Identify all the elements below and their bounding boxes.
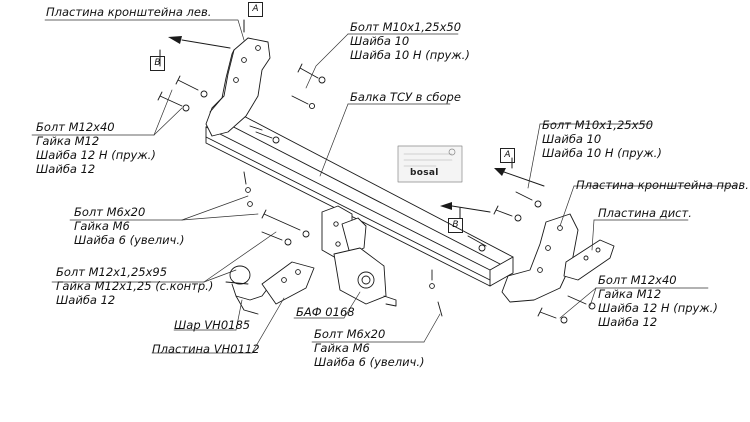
view-marker-lines xyxy=(159,19,545,219)
label-line: Гайка М12 xyxy=(36,134,100,148)
view-mark-b-left: В xyxy=(150,56,165,71)
label-line: Болт М12х1,25х95 xyxy=(56,265,168,279)
label-line: Шайба 10 Н (пруж.) xyxy=(542,146,662,160)
label-line: Гайка М12 xyxy=(598,287,662,301)
label-line: Шайба 6 (увелич.) xyxy=(74,233,185,247)
label-line: Шайба 12 Н (пруж.) xyxy=(36,148,156,162)
label-group-bolt-m6-left: Болт М6х20 Гайка М6 Шайба 6 (увелич.) xyxy=(74,205,185,247)
plate-vh0112 xyxy=(261,261,315,305)
label-group-bolt-m10-top: Болт М10х1,25х50 Шайба 10 Шайба 10 Н (пр… xyxy=(350,20,470,62)
label-line: Гайка М6 xyxy=(314,341,370,355)
right-bracket-plate xyxy=(501,213,579,303)
label-baf: БАФ 0168 xyxy=(296,305,355,319)
label-line: Шайба 12 Н (пруж.) xyxy=(598,301,718,315)
label-line: Гайка М6 xyxy=(74,219,130,233)
centre-mount-plates xyxy=(321,205,367,259)
centre-hardware xyxy=(243,171,443,317)
nameplate-logo: bosal xyxy=(410,168,439,178)
label-line: Шайба 10 Н (пруж.) xyxy=(350,48,470,62)
label-line: Шайба 12 xyxy=(598,315,658,329)
label-spacer-plate: Пластина дист. xyxy=(598,206,692,220)
label-bracket-left: Пластина кронштейна лев. xyxy=(46,5,212,19)
label-group-bolt-m12-right: Болт М12х40 Гайка М12 Шайба 12 Н (пруж.)… xyxy=(598,273,718,329)
left-bracket-bolts xyxy=(157,63,326,144)
view-mark-b-right: В xyxy=(448,218,463,233)
label-line: Болт М6х20 xyxy=(74,205,146,219)
label-line: Болт М12х40 xyxy=(598,273,677,287)
left-bracket-plate xyxy=(205,37,271,137)
view-mark-a-top: А xyxy=(248,2,263,17)
right-bracket-bolts xyxy=(467,191,596,324)
label-bracket-right: Пластина кронштейна прав. xyxy=(576,178,749,192)
label-beam: Балка ТСУ в сборе xyxy=(350,90,461,104)
label-group-bolt-m12-left: Болт М12х40 Гайка М12 Шайба 12 Н (пруж.)… xyxy=(36,120,156,176)
label-ball: Шар VH0185 xyxy=(174,318,251,332)
label-line: Шайба 12 xyxy=(56,293,116,307)
label-group-bolt-m12-ball: Болт М12х1,25х95 Гайка М12х1,25 (с.контр… xyxy=(56,265,213,307)
tow-ball xyxy=(225,265,269,315)
label-line: Шайба 10 xyxy=(350,34,410,48)
label-line: Болт М10х1,25х50 xyxy=(350,20,462,34)
label-group-bolt-m6-bottom: Болт М6х20 Гайка М6 Шайба 6 (увелич.) xyxy=(314,327,425,369)
label-line: Шайба 10 xyxy=(542,132,602,146)
label-line: Болт М12х40 xyxy=(36,120,115,134)
label-group-bolt-m10-right: Болт М10х1,25х50 Шайба 10 Шайба 10 Н (пр… xyxy=(542,118,662,160)
label-line: Шайба 12 xyxy=(36,162,96,176)
nameplate-drawing xyxy=(397,145,463,183)
label-line: Шайба 6 (увелич.) xyxy=(314,355,425,369)
label-line: Гайка М12х1,25 (с.контр.) xyxy=(56,279,214,293)
view-mark-a-right: А xyxy=(500,148,515,163)
label-line: Болт М10х1,25х50 xyxy=(542,118,654,132)
socket-bracket xyxy=(333,247,397,307)
view-marker-arrowheads xyxy=(168,36,506,210)
label-plate-vh: Пластина VH0112 xyxy=(152,342,260,356)
spacer-plate xyxy=(563,239,615,281)
leader-lines xyxy=(31,19,737,354)
label-line: Болт М6х20 xyxy=(314,327,386,341)
